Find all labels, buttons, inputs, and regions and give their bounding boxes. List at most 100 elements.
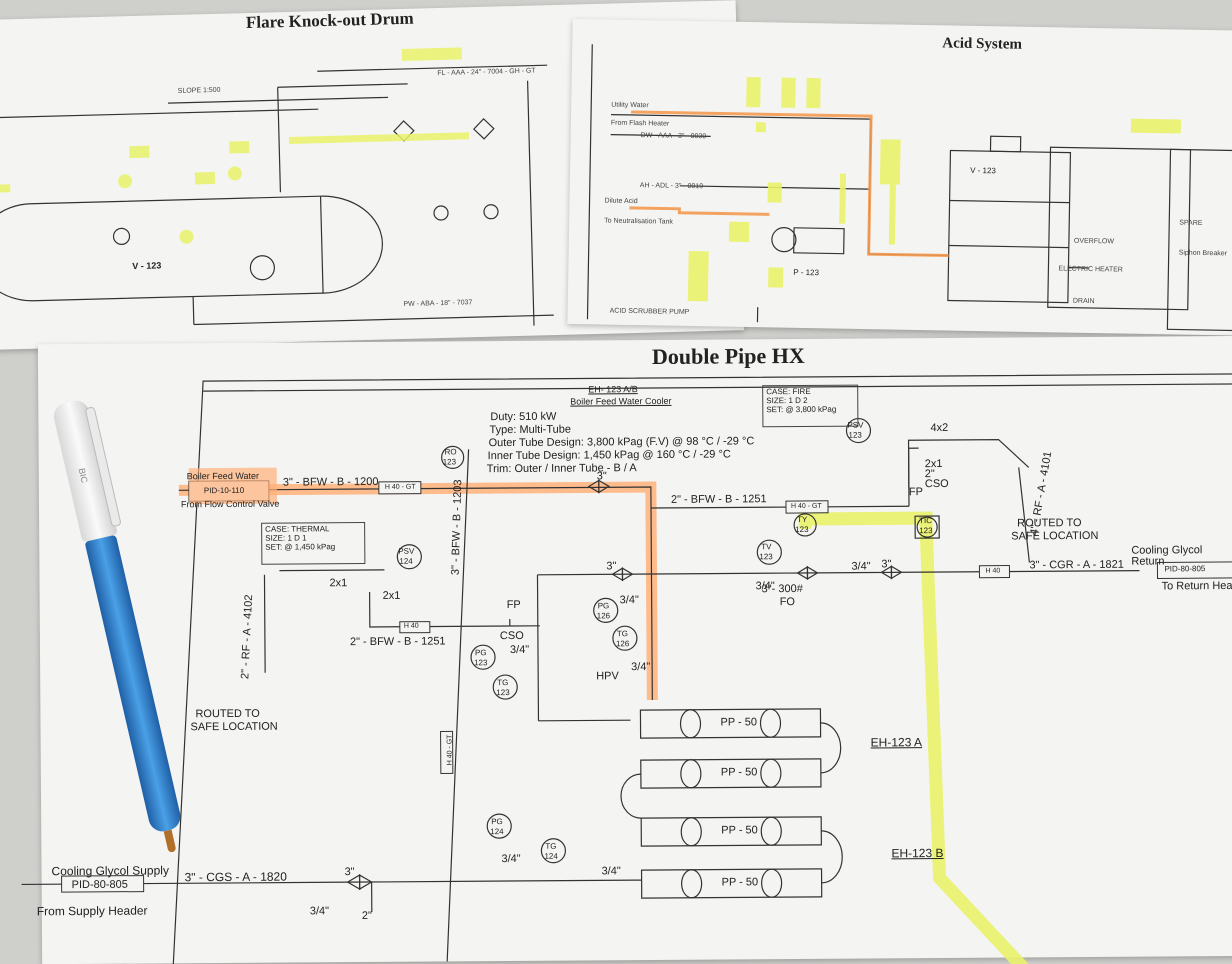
- tg124-tag: TG: [545, 842, 556, 851]
- pen-tip: [164, 830, 177, 853]
- size-3in: 3": [597, 470, 607, 482]
- hx-sheet: Double Pipe HX: [38, 336, 1232, 964]
- psv-left-tag: PSV: [398, 547, 414, 556]
- size-2in: 2": [362, 910, 372, 922]
- acid-drawing: [567, 19, 1232, 336]
- pg126-num: 126: [597, 611, 610, 620]
- tg123-num: 123: [496, 688, 509, 697]
- line-cgs: 3" - CGS - A - 1820: [185, 870, 287, 885]
- size-3in: FP: [909, 486, 923, 498]
- size-3-4in: 3/4": [310, 905, 329, 917]
- size-3in: 3": [881, 558, 891, 570]
- acid-dilute: Dilute Acid: [604, 197, 637, 205]
- fo-label: FO: [780, 596, 795, 608]
- line-bfw-1251-left: 2" - BFW - B - 1251: [350, 635, 446, 648]
- acid-pump-name: ACID SCRUBBER PUMP: [610, 308, 690, 316]
- acid-heater: ELECTRIC HEATER: [1058, 265, 1123, 273]
- hx-spec-trim: Trim: Outer / Inner Tube - B / A: [487, 462, 637, 475]
- psv-top-num: 123: [848, 431, 861, 440]
- fp-label: FP: [507, 599, 521, 611]
- acid-from-flash: From Flash Heater: [611, 120, 669, 128]
- hx-spec-type: Type: Multi-Tube: [489, 424, 571, 437]
- pp-label: PP - 50: [721, 766, 758, 778]
- psv-left-num: 124: [399, 557, 412, 566]
- line-bfw-1200: 3" - BFW - B - 1200: [283, 476, 379, 489]
- size-2x1: 2x1: [329, 577, 347, 589]
- size-3-4in: 3/4": [602, 865, 621, 877]
- ro-tag: RO: [445, 447, 457, 456]
- pg124-num: 124: [490, 827, 503, 836]
- routed-left: ROUTED TO: [195, 708, 259, 720]
- tic-tag: TIC: [919, 516, 932, 525]
- flare-slope: SLOPE 1:500: [178, 87, 221, 95]
- case-fire-box: CASE: FIRE SIZE: 1 D 2 SET: @ 3,800 kPag: [762, 385, 858, 428]
- pg124-tag: PG: [491, 817, 503, 826]
- size-3in: 3": [345, 866, 355, 878]
- acid-overflow: OVERFLOW: [1074, 238, 1114, 246]
- eh-123-b: EH-123 B: [891, 846, 943, 860]
- flare-vessel-tag: V - 123: [132, 260, 161, 271]
- line-bfw-1251-top: 2" - BFW - B - 1251: [671, 493, 767, 506]
- glycol-return-ref: PID-80-805: [1164, 564, 1205, 573]
- acid-sheet: Acid System: [567, 19, 1232, 336]
- tg126-tag: TG: [617, 629, 628, 638]
- case-fire-line: SET: @ 3,800 kPag: [766, 405, 854, 415]
- hx-spec-name: Boiler Feed Water Cooler: [570, 396, 671, 407]
- tg124-num: 124: [544, 852, 557, 861]
- hx-spec-tag: EH- 123 A/B: [588, 384, 638, 394]
- case-thermal-line: SET: @ 1,450 kPag: [265, 542, 361, 552]
- ty-num: 123: [795, 525, 808, 534]
- hpv-label: HPV: [596, 670, 619, 682]
- size-3-4in: 3/4": [501, 853, 520, 865]
- fitting-h40: H 40: [404, 623, 419, 630]
- tv-tag: TV: [761, 542, 771, 551]
- hx-spec-outer: Outer Tube Design: 3,800 kPag (F.V) @ 98…: [489, 435, 755, 449]
- psv-top-tag: PSV: [847, 421, 863, 430]
- acid-line-ah: AH - ADL - 3" - 0019: [640, 182, 703, 190]
- hx-spec-inner: Inner Tube Design: 1,450 kPag @ 160 °C /…: [488, 448, 731, 462]
- acid-to-neutralisation: To Neutralisation Tank: [604, 217, 673, 225]
- glycol-supply-ref: PID-80-805: [72, 879, 128, 891]
- pp-label: PP - 50: [720, 716, 757, 728]
- size-3-4in: 3/4": [510, 644, 529, 656]
- size-2x1: 2x1: [383, 590, 401, 602]
- routed-right: SAFE LOCATION: [1011, 530, 1098, 543]
- hx-spec-duty: Duty: 510 kW: [490, 411, 556, 423]
- glycol-return-to: To Return Header: [1162, 580, 1232, 593]
- fitting-h40: H 40: [985, 568, 1000, 575]
- acid-spare: SPARE: [1179, 220, 1202, 227]
- size-2in-cso: 2": [925, 468, 935, 480]
- acid-drain: DRAIN: [1073, 298, 1095, 305]
- acid-vessel-tag: V - 123: [970, 166, 996, 175]
- pg123-num: 123: [474, 658, 487, 667]
- ro-num: 123: [443, 457, 456, 466]
- size-3-4in: 3/4": [620, 594, 639, 606]
- bfw-in-ref: PID-10-110: [204, 486, 244, 495]
- acid-line-dw: DW - AAA - 3" - 0030: [641, 132, 707, 140]
- size-3-4in: 3/4": [631, 661, 650, 673]
- eh-123-a: EH-123 A: [871, 735, 922, 749]
- pg123-tag: PG: [475, 648, 487, 657]
- pp-label: PP - 50: [722, 876, 759, 888]
- fitting-h40-gt: H 40 - GT: [791, 503, 822, 510]
- acid-utility-water: Utility Water: [611, 102, 649, 110]
- routed-right: ROUTED TO: [1017, 517, 1081, 529]
- acid-siphon: Siphon Breaker: [1179, 250, 1227, 258]
- fitting-h40-gt: H 40 - GT: [446, 735, 453, 766]
- bfw-in-from: From Flow Control Valve: [181, 499, 279, 510]
- size-4x2: 4x2: [930, 422, 948, 434]
- tg126-num: 126: [616, 639, 629, 648]
- pp-label: PP - 50: [721, 824, 758, 836]
- case-thermal-box: CASE: THERMAL SIZE: 1 D 1 SET: @ 1,450 k…: [261, 522, 365, 565]
- acid-pump-tag: P - 123: [793, 268, 819, 277]
- bfw-in-label: Boiler Feed Water: [187, 471, 259, 482]
- size-3-4in: 3/4": [756, 580, 775, 592]
- glycol-supply-label: Cooling Glycol Supply: [51, 863, 169, 878]
- ty-tag: TY: [797, 515, 807, 524]
- size-3-4in: 3/4": [851, 560, 870, 572]
- tv-num: 123: [759, 552, 772, 561]
- glycol-supply-from: From Supply Header: [37, 904, 148, 919]
- line-cgr: 3" - CGR - A - 1821: [1029, 559, 1123, 572]
- cso-label: CSO: [500, 630, 524, 642]
- fitting-h40-gt: H 40 - GT: [385, 484, 416, 491]
